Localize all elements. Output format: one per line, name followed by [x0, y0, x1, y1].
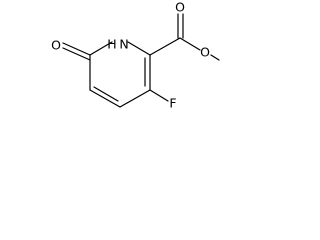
- bond-ring-carbonyl-oxygen-1: [62, 42, 91, 56]
- carbonyl-oxygen-label: O: [175, 0, 185, 15]
- ring-nh-nitrogen-label: N: [119, 37, 128, 52]
- bond-c6-c1: [119, 89, 151, 108]
- ring-oxygen-label: O: [51, 38, 61, 53]
- bond-ring-carbonyl-oxygen-2: [62, 47, 91, 61]
- ester-oxygen-label: O: [200, 45, 210, 60]
- bond-c5-c6-double-inner: [93, 86, 119, 102]
- fluorine-label: F: [169, 96, 176, 111]
- bond-n3-c4: [89, 41, 113, 56]
- structure-drawing: O O F O H N: [51, 0, 220, 111]
- bond-ester-oxygen-methyl: [210, 54, 220, 61]
- bond-c2-n3: [127, 41, 151, 56]
- ring-nh-hydrogen-label: H: [107, 37, 116, 52]
- bond-ring-carbonyl: [149, 37, 181, 56]
- bond-c5-c6-double-outer: [89, 89, 121, 108]
- bond-carbonyl-ester-oxygen: [179, 37, 201, 51]
- bond-ring-fluorine: [149, 89, 169, 102]
- chemical-structure-canvas: O O F O H N: [0, 0, 220, 148]
